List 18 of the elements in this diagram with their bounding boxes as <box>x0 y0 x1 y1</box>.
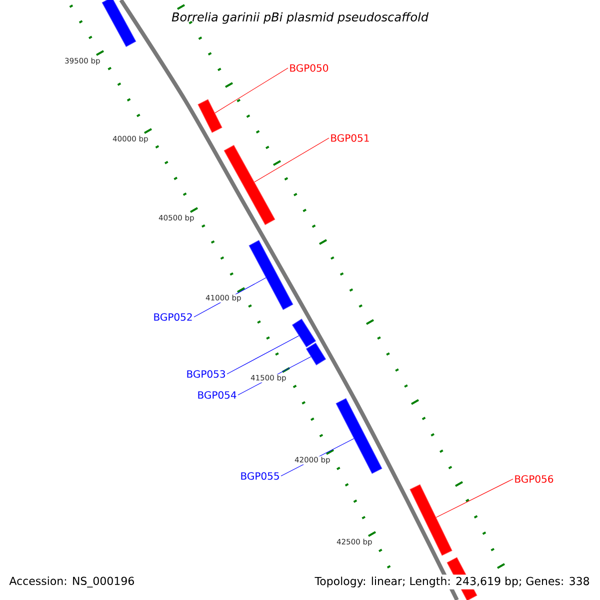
leader-line <box>254 138 330 182</box>
gene-label: BGP054 <box>198 391 236 399</box>
leader-line <box>226 335 300 374</box>
gene-label: BGP051 <box>331 134 369 142</box>
leader-line <box>214 68 288 114</box>
gene-bar <box>198 99 222 133</box>
gene-label: BGP053 <box>187 370 225 378</box>
gene-bar <box>336 398 382 474</box>
gene-bar <box>410 484 452 556</box>
title: Borrelia garinii pBi plasmid pseudoscaffold <box>172 12 429 24</box>
gene-label: BGP050 <box>290 64 328 72</box>
gene-label: BGP056 <box>515 475 554 483</box>
gene-label: BGP055 <box>241 472 279 480</box>
gene-label: BGP052 <box>154 313 192 321</box>
summary-text: Topology: linear; Length: 243,619 bp; Genes: 338 <box>312 574 592 590</box>
accession-text: Accession: NS_000196 <box>9 576 134 588</box>
gene-bar <box>248 240 294 310</box>
leader-line <box>436 478 514 518</box>
